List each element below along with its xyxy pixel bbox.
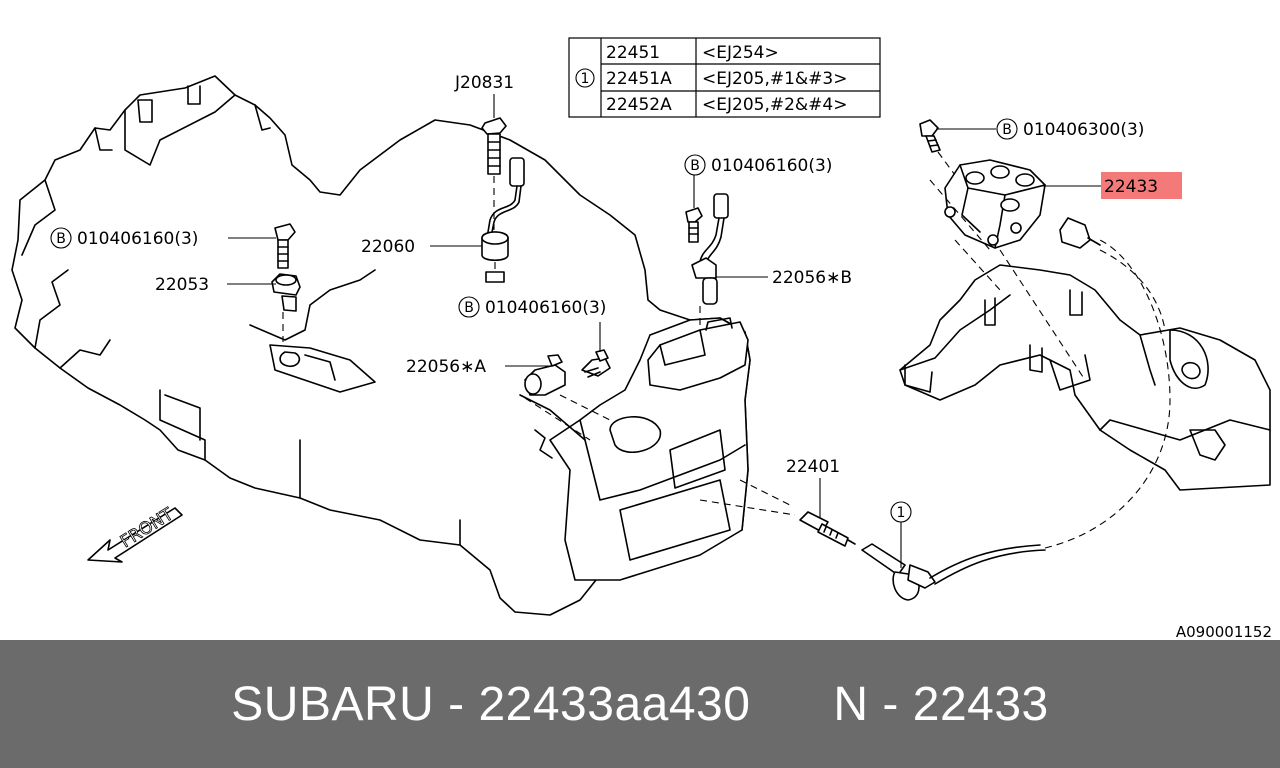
sensor-22056a [524, 349, 611, 441]
label-22060: 22060 [361, 237, 415, 257]
label-bolt-mid: 010406160(3) [485, 298, 606, 318]
table-part-1: 22451 [606, 43, 660, 63]
highlight-box [1101, 172, 1182, 199]
circle-ref-callout: 1 [890, 501, 912, 568]
bolt-letter-right: B [1002, 122, 1012, 138]
ignition-coil [919, 119, 1166, 381]
bolt-letter-top: B [690, 158, 700, 174]
sensor-22053 [271, 223, 301, 342]
parts-diagram: FRONT [11, 37, 1272, 640]
bolt-callout-mid: B 010406160(3) [458, 296, 606, 352]
spark-plug [699, 479, 856, 547]
bolt-letter-left: B [56, 231, 66, 247]
knock-sensor [481, 117, 525, 283]
label-22056a: 22056∗A [406, 357, 486, 377]
label-22053: 22053 [155, 275, 209, 295]
table-spec-1: <EJ254> [702, 43, 779, 63]
bolt-callout-right: B 010406300(3) [936, 118, 1144, 140]
label-22433: 22433 [1104, 177, 1158, 197]
label-22401: 22401 [786, 457, 840, 477]
front-label: FRONT [117, 504, 177, 552]
label-bolt-left: 010406160(3) [77, 229, 198, 249]
label-j20831: J20831 [454, 73, 514, 93]
bolt-callout-top: B 010406160(3) [684, 154, 832, 208]
bolt-callout-left: B 010406160(3) [50, 227, 276, 249]
table-part-3: 22452A [606, 95, 672, 115]
table-part-2: 22451A [606, 69, 672, 89]
label-bolt-top: 010406160(3) [711, 156, 832, 176]
engine-block [11, 75, 751, 616]
banner-text: SUBARU - 22433aa430 N - 22433 [231, 677, 1049, 731]
intake-manifold [899, 264, 1271, 491]
highlighted-part-callout: 22433 [1040, 172, 1182, 199]
front-arrow [87, 507, 183, 563]
table-spec-3: <EJ205,#2&#4> [702, 95, 847, 115]
part-number-banner: SUBARU - 22433aa430 N - 22433 [0, 640, 1280, 768]
reference-code: A090001152 [1176, 623, 1272, 640]
circle-ref-label: 1 [897, 505, 906, 521]
bolt-letter-mid: B [464, 300, 474, 316]
sensor-22056b [685, 193, 729, 328]
table-circle-label: 1 [581, 71, 590, 87]
label-22056b: 22056∗B [772, 268, 852, 288]
parts-table: 1 22451 <EJ254> 22451A <EJ205,#1&#3> 224… [568, 37, 881, 118]
label-bolt-right: 010406300(3) [1023, 120, 1144, 140]
plug-wire [861, 239, 1171, 601]
table-spec-2: <EJ205,#1&#3> [702, 69, 847, 89]
